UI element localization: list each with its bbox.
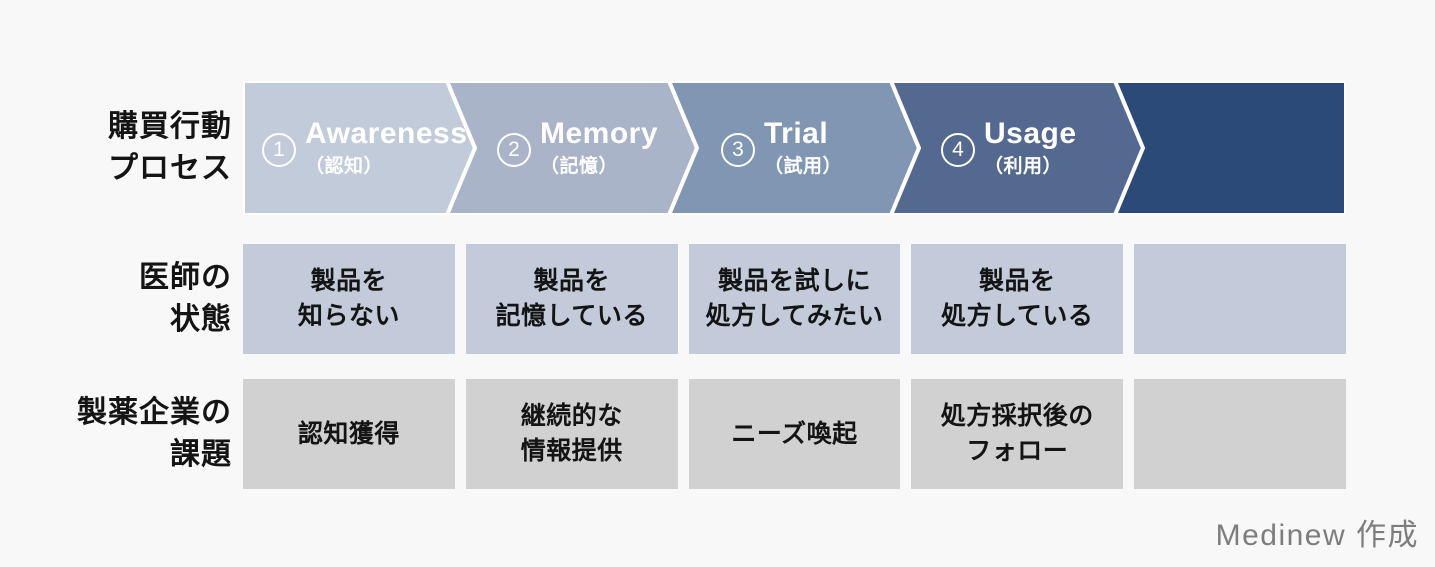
chevron-stage-final	[1112, 81, 1346, 215]
stage-label-usage: 4 Usage （利用）	[941, 81, 1077, 215]
company-task-cell-4: 処方採択後の フォロー	[911, 379, 1124, 489]
company-task-cell-1: 認知獲得	[243, 379, 455, 489]
chevron-stage-trial	[666, 81, 922, 215]
company-task-cell-5	[1134, 379, 1346, 489]
stage-name-jp-awareness: （認知）	[305, 156, 384, 178]
stage-label-trial: 3 Trial （試用）	[721, 81, 842, 215]
stage-label-awareness: 1 Awareness （認知）	[262, 81, 467, 215]
stage-name-jp-memory: （記憶）	[540, 156, 619, 178]
stage-number-3-icon: 3	[721, 133, 755, 167]
stage-label-memory: 2 Memory （記憶）	[497, 81, 658, 215]
doctor-state-cell-3: 製品を試しに 処方してみたい	[688, 244, 901, 354]
stage-number-4-icon: 4	[941, 133, 975, 167]
chevron-stage-usage	[888, 81, 1146, 215]
doctor-state-cell-2: 製品を 記憶している	[465, 244, 678, 354]
company-task-cell-2: 継続的な 情報提供	[465, 379, 678, 489]
stage-number-1-icon: 1	[262, 133, 296, 167]
stage-number-2-icon: 2	[497, 133, 531, 167]
row-label-company-task: 製薬企業の 課題	[77, 396, 232, 471]
row-label-purchase-process: 購買行動 プロセス	[108, 110, 232, 185]
doctor-state-row: 製品を 知らない 製品を 記憶している 製品を試しに 処方してみたい 製品を 処…	[243, 244, 1346, 354]
stage-name-memory: Memory	[540, 116, 659, 150]
chevron-stage-memory	[444, 81, 700, 215]
company-task-row: 認知獲得 継続的な 情報提供 ニーズ喚起 処方採択後の フォロー	[243, 379, 1346, 489]
purchase-process-band: 1 Awareness （認知） 2 Memory （記憶） 3 Trial （…	[243, 81, 1346, 215]
stage-name-usage: Usage	[984, 116, 1077, 150]
company-task-cell-3: ニーズ喚起	[688, 379, 901, 489]
stage-name-jp-usage: （利用）	[984, 156, 1063, 178]
credit-text: Medinew 作成	[1215, 519, 1419, 552]
doctor-state-cell-4: 製品を 処方している	[911, 244, 1124, 354]
stage-name-awareness: Awareness	[305, 116, 468, 150]
doctor-state-cell-1: 製品を 知らない	[243, 244, 455, 354]
chevron-band-svg	[243, 81, 1346, 215]
row-label-doctor-state: 医師の 状態	[139, 261, 232, 336]
stage-name-jp-trial: （試用）	[764, 156, 843, 178]
stage-name-trial: Trial	[764, 116, 829, 150]
doctor-state-cell-5	[1134, 244, 1346, 354]
